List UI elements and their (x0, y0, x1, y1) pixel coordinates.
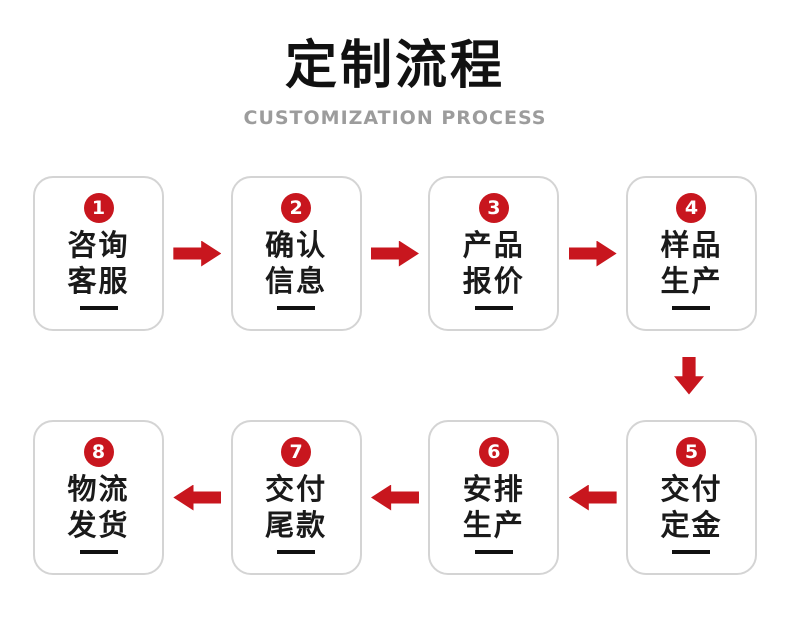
step-label-line2: 客服 (67, 264, 130, 298)
step-box-6: 6 安排 生产 (428, 420, 560, 575)
step-label-line1: 交付 (660, 472, 723, 506)
step-label-line2: 尾款 (265, 508, 328, 542)
arrow-left-icon (568, 484, 617, 511)
step-number-badge: 8 (83, 437, 114, 467)
step-box-5: 5 交付 定金 (625, 420, 757, 575)
process-flow-diagram: 1 咨询 客服 2 确认 信息 3 产品 报价 4 (0, 176, 790, 575)
step-number-badge: 6 (478, 437, 509, 467)
step-label-line2: 发货 (67, 508, 130, 542)
step-box-2: 2 确认 信息 (230, 176, 362, 331)
header: 定制流程 CUSTOMIZATION PROCESS (0, 0, 790, 130)
step-underline (277, 306, 316, 310)
step-number-badge: 1 (83, 193, 114, 223)
arrow-down-icon (674, 356, 704, 395)
step-box-3: 3 产品 报价 (428, 176, 560, 331)
step-box-8: 8 物流 发货 (33, 420, 164, 575)
step-label-line1: 物流 (67, 472, 130, 506)
step-label-line2: 生产 (660, 264, 723, 298)
arrow-left-icon (173, 484, 222, 511)
step-underline (474, 550, 513, 554)
step-label-line1: 产品 (462, 228, 525, 262)
row-connector (0, 331, 790, 420)
step-box-1: 1 咨询 客服 (33, 176, 164, 331)
page-subtitle: CUSTOMIZATION PROCESS (243, 107, 547, 129)
step-underline (672, 550, 711, 554)
step-label-line2: 信息 (265, 264, 328, 298)
page-title: 定制流程 (284, 36, 505, 96)
step-number-badge: 5 (676, 437, 707, 467)
step-box-4: 4 样品 生产 (625, 176, 757, 331)
step-label-line1: 咨询 (67, 228, 130, 262)
arrow-right-icon (568, 240, 617, 267)
step-number-badge: 4 (676, 193, 707, 223)
step-underline (79, 550, 118, 554)
step-label-line2: 定金 (660, 508, 723, 542)
flow-row-top: 1 咨询 客服 2 确认 信息 3 产品 报价 4 (0, 176, 790, 331)
arrow-right-icon (370, 240, 419, 267)
step-label-line1: 安排 (462, 472, 525, 506)
step-number-badge: 2 (281, 193, 312, 223)
arrow-right-icon (173, 240, 222, 267)
step-box-7: 7 交付 尾款 (230, 420, 362, 575)
step-label-line2: 报价 (462, 264, 525, 298)
step-number-badge: 3 (478, 193, 509, 223)
step-label-line2: 生产 (462, 508, 525, 542)
step-number-badge: 7 (281, 437, 312, 467)
step-label-line1: 样品 (660, 228, 723, 262)
step-underline (79, 306, 118, 310)
arrow-left-icon (370, 484, 419, 511)
flow-row-bottom: 8 物流 发货 7 交付 尾款 6 安排 生产 5 (0, 420, 790, 575)
step-underline (672, 306, 711, 310)
step-underline (474, 306, 513, 310)
step-underline (277, 550, 316, 554)
step-label-line1: 交付 (265, 472, 328, 506)
step-label-line1: 确认 (265, 228, 328, 262)
